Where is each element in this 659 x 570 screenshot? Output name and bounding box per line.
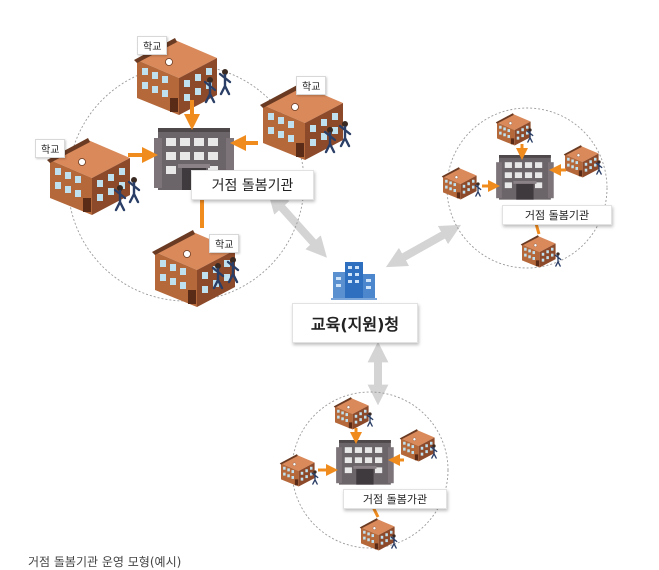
link-arrows (268, 192, 462, 406)
school-icon (520, 234, 556, 268)
care-center-icon (496, 155, 554, 200)
school-label: 학교 (209, 234, 240, 253)
link-arrow-right (385, 224, 462, 268)
student-icon (218, 67, 232, 96)
school-icon (359, 517, 395, 551)
student-icon (127, 175, 141, 204)
school-icon (495, 112, 531, 146)
school-label: 학교 (137, 36, 168, 55)
office-building-icon (331, 262, 377, 300)
student-icon (554, 251, 562, 267)
school-label: 학교 (296, 76, 327, 95)
school-icon (399, 428, 435, 462)
care-center-icon (336, 440, 394, 485)
care-center-label: 거점 돌봄기관 (502, 205, 612, 225)
school-icon (563, 144, 599, 178)
care-center-label: 거점 돌봄기관 (191, 170, 314, 200)
care-center-label: 거점 돌봄가관 (343, 489, 447, 509)
school-icon (279, 453, 315, 487)
education-office-label: 교육(지원)청 (292, 303, 418, 343)
school-label: 학교 (35, 139, 66, 158)
cluster-right-circle (446, 107, 608, 269)
cluster-right (441, 107, 608, 269)
cluster-bottom (279, 391, 449, 551)
school-icon (333, 396, 369, 430)
link-arrow-left (268, 192, 327, 258)
